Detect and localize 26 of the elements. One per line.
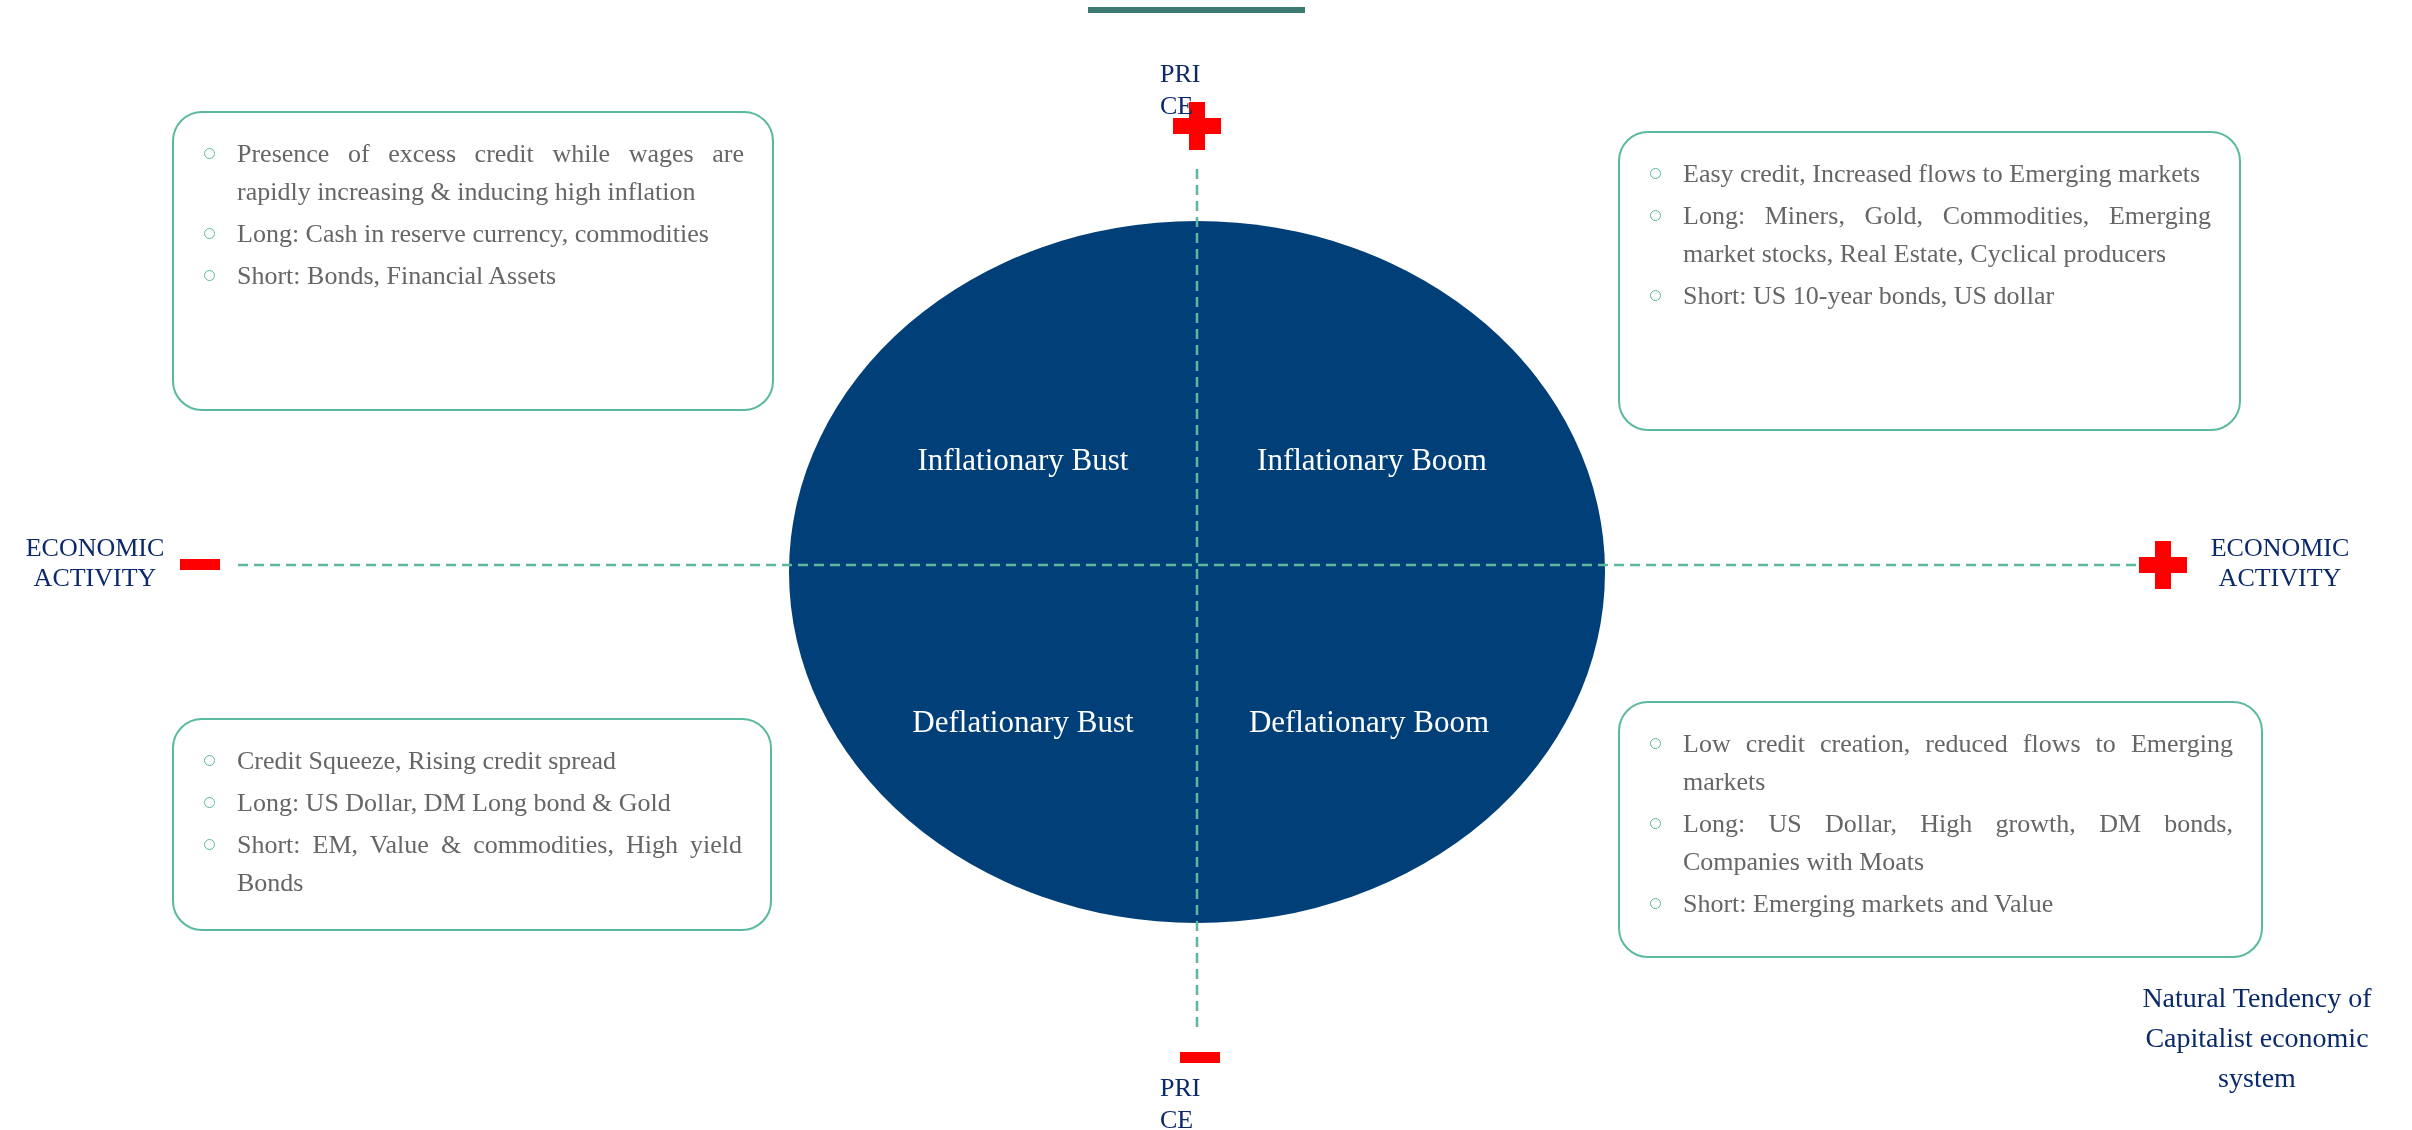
bullet-text: Presence of excess credit while wages are rapidly increasing & inducing high inflation bbox=[237, 138, 744, 208]
bullet-text: Long: US Dollar, High growth, DM bonds, Companies with Moats bbox=[1683, 808, 2233, 878]
bullet-text: Easy credit, Increased flows to Emerging markets bbox=[1683, 158, 2202, 190]
axis-label: PRICE bbox=[1160, 1072, 1202, 1130]
bullet-text: Long: Cash in reserve currency, commodities bbox=[237, 218, 710, 250]
bullet-text: Long: Miners, Gold, Commodities, Emerging market stocks, Real Estate, Cyclical producers bbox=[1683, 200, 2211, 270]
bullet-text: Short: Bonds, Financial Assets bbox=[237, 260, 558, 292]
quadrant-ellipse bbox=[789, 221, 1605, 923]
bullet-text: Short: Emerging markets and Value bbox=[1683, 888, 2055, 920]
bullet-text: Short: EM, Value & commodities, High yield Bonds bbox=[237, 829, 742, 899]
axis-label: PRICE bbox=[1160, 58, 1202, 122]
quadrant-label: Deflationary Bust bbox=[912, 704, 1134, 740]
axis-label: ECONOMIC ACTIVITY bbox=[2209, 533, 2351, 593]
strategy-card bbox=[172, 111, 774, 411]
quadrant-label: Inflationary Bust bbox=[917, 442, 1129, 478]
bullet-text: Long: US Dollar, DM Long bond & Gold bbox=[237, 787, 672, 819]
strategy-card bbox=[1618, 701, 2263, 958]
axis-label: ECONOMIC ACTIVITY bbox=[24, 533, 166, 593]
bullet-text: Low credit creation, reduced flows to Emerging markets bbox=[1683, 728, 2233, 798]
quadrant-label: Inflationary Boom bbox=[1257, 442, 1487, 478]
bullet-text: Short: US 10-year bonds, US dollar bbox=[1683, 280, 2056, 312]
bullet-text: Credit Squeeze, Rising credit spread bbox=[237, 745, 618, 777]
strategy-card bbox=[172, 718, 772, 931]
strategy-card bbox=[1618, 131, 2241, 431]
caption: Natural Tendency of Capitalist economic system bbox=[2141, 981, 2373, 1095]
quadrant-label: Deflationary Boom bbox=[1248, 704, 1490, 740]
